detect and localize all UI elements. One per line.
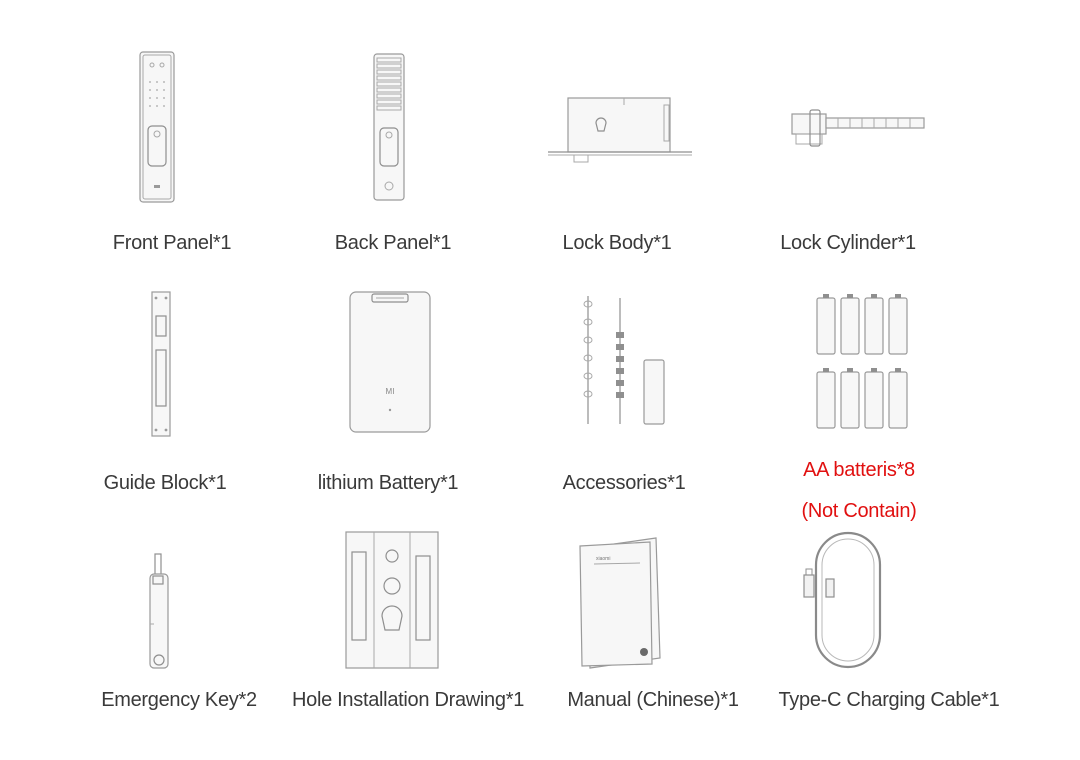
- item-label: Front Panel*1: [112, 232, 232, 254]
- item-label: Manual (Chinese)*1: [567, 689, 739, 711]
- svg-text:xiaomi: xiaomi: [596, 556, 610, 562]
- item-label: Guide Block*1: [103, 472, 227, 494]
- item-label: lithium Battery*1: [317, 472, 459, 494]
- back-panel-icon: [373, 53, 405, 201]
- manual-icon: xiaomi: [579, 537, 661, 669]
- item-label-highlight: AA batteris*8: [803, 459, 915, 481]
- emergency-key-icon: [149, 553, 169, 669]
- item-label: Lock Body*1: [562, 232, 672, 254]
- type-c-cable-icon: [803, 531, 882, 669]
- front-panel-icon: [139, 51, 175, 203]
- lock-body-icon: [548, 97, 692, 163]
- lithium-battery-icon: MI: [349, 291, 431, 433]
- aa-batteries-icon: [816, 294, 908, 429]
- item-label: Emergency Key*2: [101, 689, 257, 711]
- svg-text:MI: MI: [386, 387, 395, 396]
- item-label: Hole Installation Drawing*1: [291, 689, 525, 711]
- not-contain-note: (Not Contain): [801, 500, 917, 522]
- guide-block-icon: [151, 291, 171, 437]
- item-label: Lock Cylinder*1: [780, 232, 916, 254]
- hole-drawing-icon: [345, 531, 439, 669]
- item-label: Back Panel*1: [334, 232, 452, 254]
- accessories-icon: [583, 296, 665, 425]
- item-label: Accessories*1: [562, 472, 686, 494]
- lock-cylinder-icon: [791, 109, 925, 147]
- item-label: Type-C Charging Cable*1: [778, 689, 1000, 711]
